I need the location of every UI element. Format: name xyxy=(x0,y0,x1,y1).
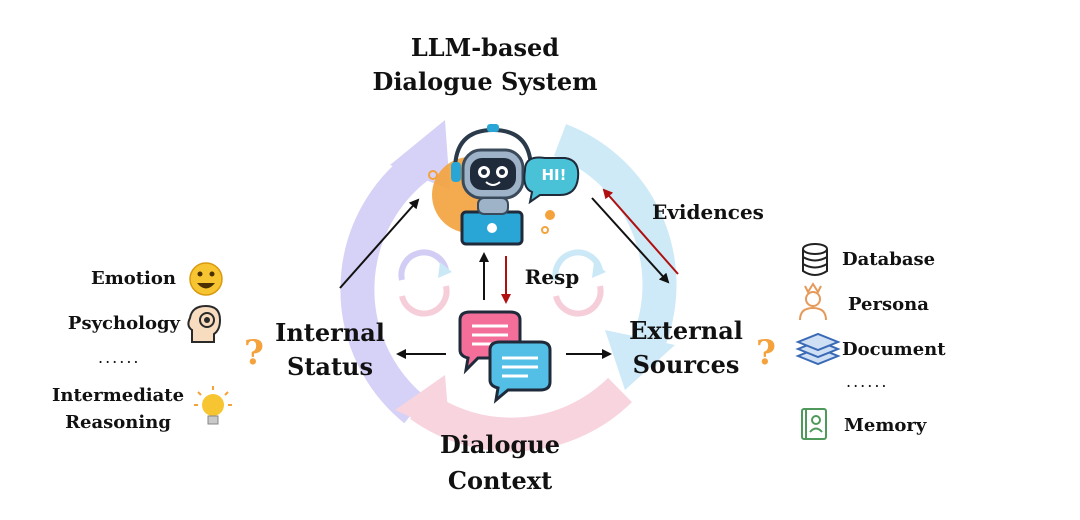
context-label-line2: Context xyxy=(447,466,553,495)
reasoning-label-line1: Intermediate xyxy=(51,385,185,406)
lightbulb-icon xyxy=(194,386,232,425)
psychology-label: Psychology xyxy=(67,313,180,334)
cycle-arc-blue xyxy=(553,124,677,369)
internal-status-line2: Status xyxy=(286,352,373,381)
cycle-arc-pink xyxy=(410,377,632,452)
question-mark-icon-right: ? xyxy=(756,333,776,373)
internal-status-line1: Internal xyxy=(275,318,385,347)
document-stack-icon xyxy=(795,332,841,366)
external-sources-line2: Sources xyxy=(632,350,740,379)
emotion-label: Emotion xyxy=(90,268,176,289)
resp-label: Resp xyxy=(524,265,580,289)
robot-bubble-text: HI! xyxy=(541,166,567,184)
reasoning-label-line2: Reasoning xyxy=(65,412,171,433)
context-label-line1: Dialogue xyxy=(439,430,561,459)
database-label: Database xyxy=(842,249,936,270)
chat-bubbles-icon xyxy=(458,310,552,404)
document-label: Document xyxy=(842,339,946,360)
cycle-arc-purple xyxy=(340,151,431,424)
question-mark-icon-left: ? xyxy=(244,333,264,373)
memory-book-icon xyxy=(801,408,827,440)
persona-icon xyxy=(799,282,827,321)
cycle-arrowhead-pink xyxy=(395,375,450,435)
robot-icon xyxy=(428,124,580,246)
system-title-line1: LLM-based xyxy=(410,33,560,62)
evidences-label: Evidences xyxy=(652,200,764,224)
external-sources-line1: External xyxy=(629,316,743,345)
cycle-arrowhead-blue xyxy=(605,330,675,390)
arrow-system-to-external xyxy=(591,197,670,284)
memory-label: Memory xyxy=(844,415,927,436)
arrow-evidences xyxy=(602,188,679,275)
cycle-arrows xyxy=(340,120,677,452)
head-brain-icon xyxy=(187,304,222,343)
smiley-icon xyxy=(189,262,223,296)
right-ellipsis: ...... xyxy=(846,372,889,391)
arrow-internal-to-system xyxy=(339,198,420,289)
persona-label: Persona xyxy=(848,294,929,315)
system-title-line2: Dialogue System xyxy=(372,67,598,96)
left-ellipsis: ...... xyxy=(98,348,141,367)
small-cycle-right xyxy=(552,249,606,317)
database-icon xyxy=(802,243,828,276)
small-cycle-left xyxy=(398,249,452,317)
